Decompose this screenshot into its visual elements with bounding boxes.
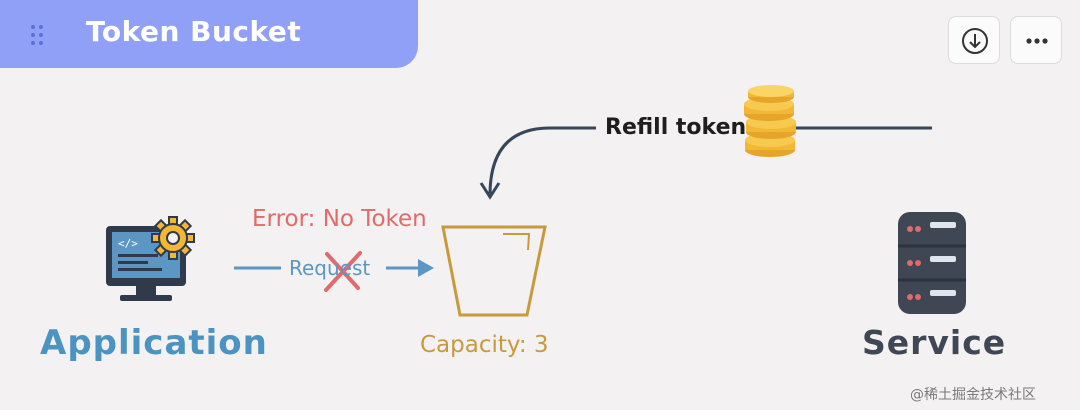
download-button[interactable] [948,16,1000,64]
refill-token-label: Refill token [605,115,747,140]
service-server-icon [898,212,966,314]
capacity-label: Capacity: 3 [420,332,549,358]
refill-arrow [479,126,932,200]
svg-text:</>: </> [118,237,138,250]
title-tab: Token Bucket [0,0,418,68]
token-bucket-icon [441,225,547,317]
drag-handle-icon[interactable] [30,24,44,46]
error-no-token-label: Error: No Token [252,206,427,232]
more-dots-icon [1026,38,1048,44]
rejected-cross-icon [324,251,362,292]
application-label: Application [40,323,268,363]
coin-stack-icon [744,85,796,157]
more-options-button[interactable] [1010,16,1062,64]
watermark: @稀土掘金技术社区 [910,387,1036,403]
page-title: Token Bucket [86,15,302,48]
download-circle-icon [962,28,988,54]
gear-icon [151,216,195,260]
request-label: Request [289,256,371,280]
request-arrow [234,259,434,277]
service-label: Service [862,323,1007,362]
